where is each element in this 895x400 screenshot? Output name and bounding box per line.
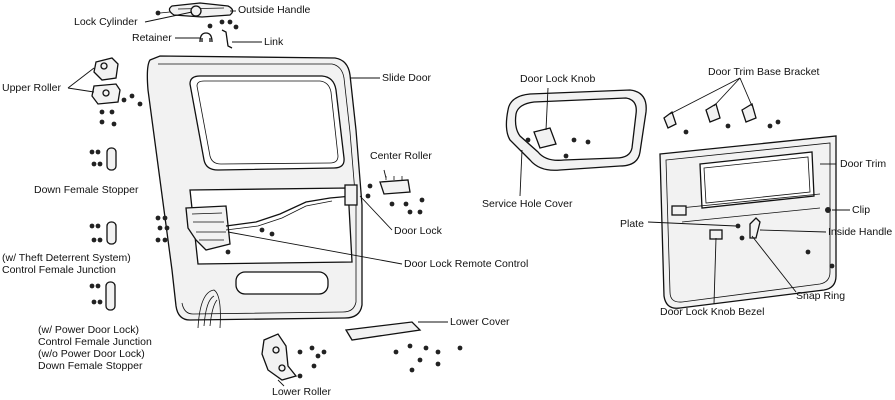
- label-lock-cylinder: Lock Cylinder: [74, 16, 138, 28]
- slide-door-panel: [146, 55, 363, 329]
- down-female-stopper-part: [89, 147, 117, 171]
- label-upper-roller: Upper Roller: [2, 82, 61, 94]
- label-theft-note: (w/ Theft Deterrent System): [2, 252, 131, 264]
- label-door-lock: Door Lock: [394, 225, 442, 237]
- door-trim-part: [659, 135, 837, 309]
- label-down-female-stopper-2: Down Female Stopper: [38, 360, 143, 372]
- label-retainer: Retainer: [132, 32, 172, 44]
- label-power-note: (w/ Power Door Lock): [38, 324, 139, 336]
- door-lock-screws: [155, 215, 275, 255]
- label-door-lock-knob: Door Lock Knob: [520, 73, 596, 85]
- label-power-lock-group: (w/ Power Door Lock) Control Female Junc…: [38, 324, 152, 372]
- center-roller-part: [365, 176, 425, 215]
- label-no-power-note: (w/o Power Door Lock): [38, 348, 145, 360]
- label-control-female-junction-2: Control Female Junction: [38, 336, 152, 348]
- label-lower-cover: Lower Cover: [450, 316, 510, 328]
- label-clip: Clip: [852, 204, 871, 216]
- label-theft-control-junction: (w/ Theft Deterrent System) Control Fema…: [2, 252, 131, 276]
- leader-lines: [67, 10, 850, 387]
- label-plate: Plate: [620, 218, 644, 230]
- label-door-trim: Door Trim: [840, 158, 887, 170]
- label-door-lock-remote-control: Door Lock Remote Control: [404, 258, 529, 270]
- label-inside-handle: Inside Handle: [828, 226, 893, 238]
- label-door-lock-knob-bezel: Door Lock Knob Bezel: [660, 306, 765, 318]
- label-slide-door: Slide Door: [382, 72, 432, 84]
- lower-roller-part: [261, 333, 327, 381]
- label-control-female-junction: Control Female Junction: [2, 264, 116, 276]
- retainer-part: [199, 32, 213, 43]
- label-door-trim-base-bracket: Door Trim Base Bracket: [708, 66, 820, 78]
- upper-roller-part: [91, 57, 143, 127]
- label-link: Link: [264, 36, 284, 48]
- door-trim-base-bracket-part: [663, 103, 781, 135]
- label-snap-ring: Snap Ring: [796, 290, 846, 302]
- outside-handle-part: [155, 2, 239, 30]
- door-lock-mechanism: [185, 184, 358, 251]
- link-part: [221, 29, 233, 49]
- label-outside-handle: Outside Handle: [238, 4, 311, 16]
- label-center-roller: Center Roller: [370, 150, 432, 162]
- control-female-junction-power-part: [89, 281, 116, 311]
- lower-cover-part: [344, 321, 463, 373]
- service-hole-cover-part: [505, 89, 647, 171]
- control-female-junction-part: [89, 221, 117, 245]
- label-service-hole-cover: Service Hole Cover: [482, 198, 573, 210]
- label-down-female-stopper: Down Female Stopper: [34, 184, 139, 196]
- label-lower-roller: Lower Roller: [272, 386, 331, 398]
